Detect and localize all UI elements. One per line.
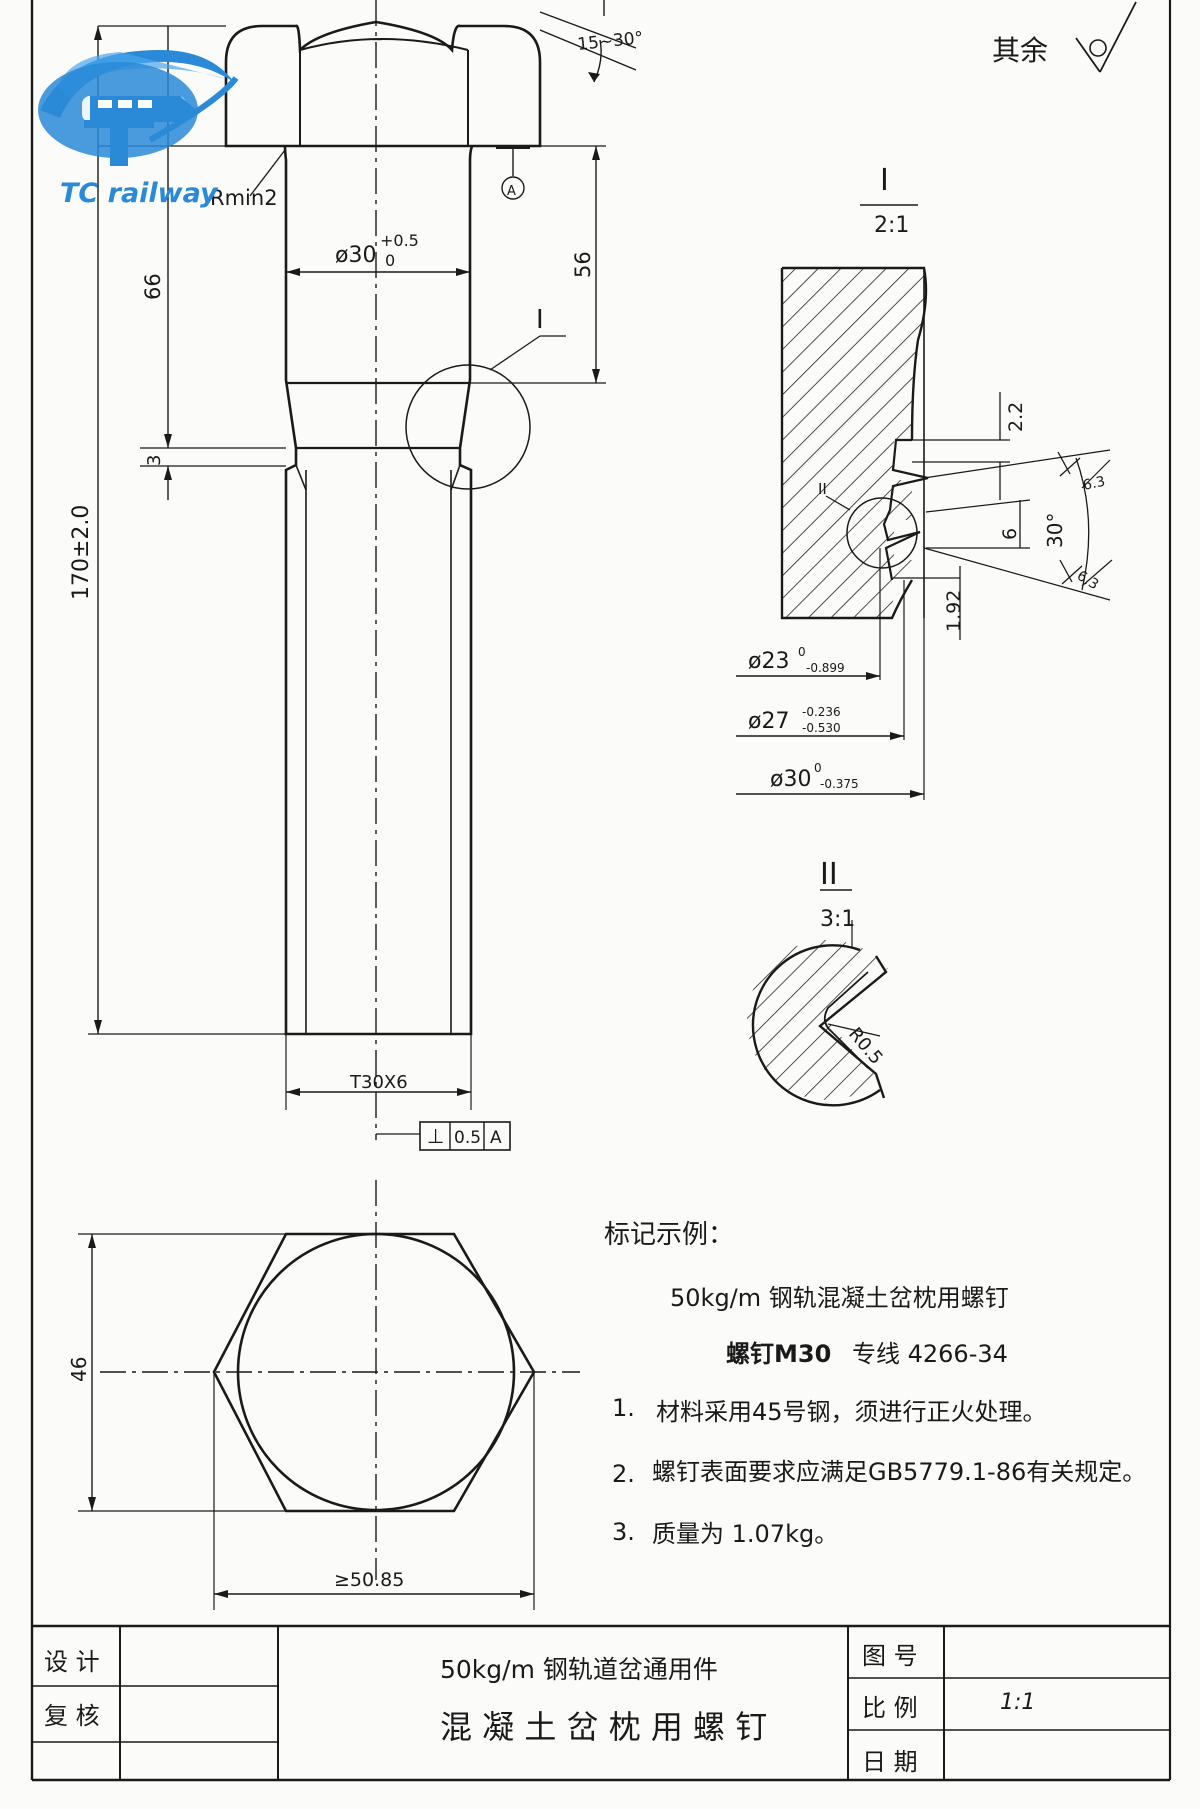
scale-value: 1:1 [1000, 1690, 1036, 1715]
title-line-2: 混 凝 土 岔 枕 用 螺 钉 [440, 1708, 768, 1746]
note-1-text: 材料采用45号钢，须进行正火处理。 [656, 1398, 1047, 1426]
note-3-text: 质量为 1.07kg。 [652, 1520, 839, 1548]
detail-I-view [780, 266, 929, 620]
perpendicularity-value: 0.5 [454, 1128, 481, 1148]
hex-head-view [100, 1180, 580, 1580]
detail-I-scale: 2:1 [874, 213, 909, 238]
date-label: 日 期 [862, 1748, 918, 1776]
detail-I-callout: I [536, 305, 544, 335]
detail-II-callout: II [818, 480, 827, 498]
dim-56-label: 56 [571, 251, 595, 278]
dia-27-label: ø27 [748, 709, 789, 734]
angle-30-label: 30° [1043, 513, 1067, 548]
thread-label: T30X6 [349, 1072, 408, 1093]
roughness-upper: 6.3 [1082, 474, 1107, 494]
dim-2-2-label: 2.2 [1005, 402, 1027, 432]
bolt-head [224, 20, 542, 148]
detail-I-callout-circle [405, 364, 531, 490]
dia-30-upper: 0 [814, 761, 822, 775]
dim-6-label: 6 [999, 528, 1021, 540]
dia-30-lower: -0.375 [820, 777, 859, 791]
notes-title: 标记示例： [604, 1220, 735, 1250]
scale-label: 比 例 [862, 1694, 918, 1722]
notes-example-line1: 50kg/m 钢轨混凝土岔枕用螺钉 [670, 1284, 1009, 1312]
title-line-1: 50kg/m 钢轨道岔通用件 [440, 1655, 718, 1684]
note-1-number: 1. [612, 1394, 635, 1422]
main-dia-upper-tol: +0.5 [380, 231, 419, 250]
dia-23-upper: 0 [798, 645, 806, 659]
datum-letter: A [507, 184, 516, 199]
dim-3-label: 3 [144, 455, 165, 466]
dim-1-92-label: 1.92 [943, 590, 965, 632]
notes-example-line: 专线 4266-34 [852, 1340, 1008, 1368]
title-block [32, 1624, 1170, 1780]
total-length-label: 170±2.0 [69, 505, 94, 600]
notes-example-bolt: 螺钉M30 [726, 1340, 832, 1368]
main-diameter-label: ø30 [335, 243, 376, 268]
dim-66-label: 66 [141, 273, 165, 300]
review-label: 复 核 [44, 1702, 100, 1730]
surface-roughness-icon [1075, 1, 1137, 73]
detail-I-title: I [880, 163, 889, 198]
dia-23-label: ø23 [748, 649, 789, 674]
perpendicularity-datum: A [490, 1128, 502, 1148]
bolt-shank [283, 145, 474, 1036]
dia-23-lower: -0.899 [806, 661, 845, 675]
note-3-number: 3. [612, 1518, 635, 1546]
note-2-text: 螺钉表面要求应满足GB5779.1-86有关规定。 [652, 1458, 1147, 1486]
roughness-label: 其余 [992, 34, 1048, 67]
drawing-no-label: 图 号 [862, 1642, 918, 1670]
dia-30-label: ø30 [770, 767, 811, 792]
dia-27-upper: -0.236 [802, 705, 841, 719]
detail-II-scale: 3:1 [820, 907, 855, 932]
tolerance-frame [419, 1121, 511, 1151]
hex-height-label: 46 [67, 1357, 91, 1382]
design-label: 设 计 [44, 1648, 100, 1676]
roughness-lower: 6.3 [1074, 568, 1101, 593]
across-corners-label: ≥50.85 [334, 1569, 404, 1591]
train-logo-icon [38, 50, 239, 166]
detail-II-view [747, 940, 888, 1107]
logo-text: TC railway [60, 178, 218, 209]
detail-II-title: II [820, 857, 838, 892]
dia-27-lower: -0.530 [802, 721, 841, 735]
fillet-label: Rmin2 [210, 186, 278, 210]
chamfer-angle-label: 15~30° [576, 28, 644, 55]
perpendicularity-symbol: ⊥ [427, 1124, 444, 1148]
note-2-number: 2. [612, 1460, 635, 1488]
main-dia-lower-tol: 0 [385, 251, 395, 270]
